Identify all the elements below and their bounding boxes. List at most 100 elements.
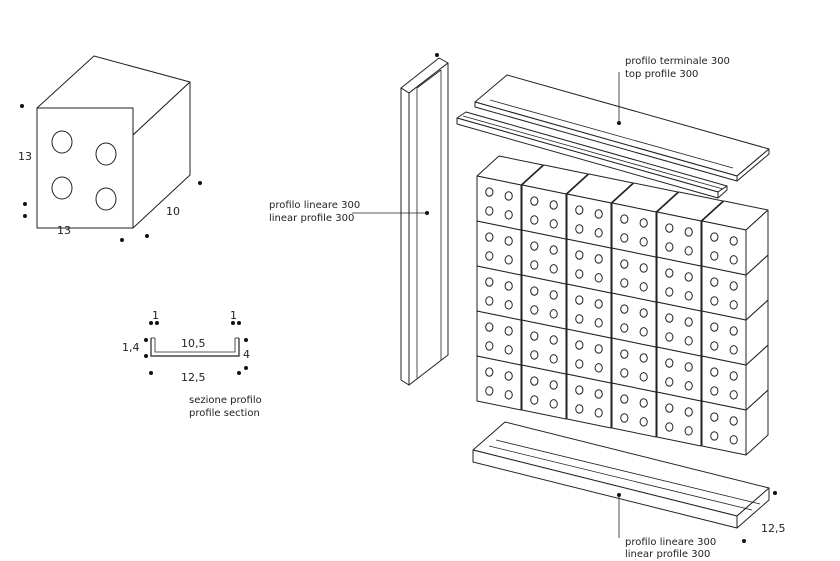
block-hole — [639, 353, 648, 363]
block-hole — [729, 255, 738, 265]
section-flange-right-dimension: 1 — [230, 309, 237, 322]
block-hole — [620, 233, 629, 243]
block-hole — [485, 296, 494, 306]
block-hole — [530, 241, 539, 251]
block-hole — [594, 363, 603, 373]
top-profile-label-italian: profilo terminale 300 — [625, 56, 730, 67]
block-hole — [665, 268, 674, 278]
block-hole — [530, 331, 539, 341]
block-hole — [575, 359, 584, 369]
block-hole — [594, 228, 603, 238]
single-block-detail: 13 13 10 — [18, 55, 202, 242]
block-hole — [684, 227, 693, 237]
section-lip-dimension: 1,4 — [122, 341, 140, 354]
wall-block — [611, 337, 657, 393]
block-hole — [530, 395, 539, 405]
block-hole — [504, 236, 513, 246]
block-hole — [504, 191, 513, 201]
block-hole — [620, 323, 629, 333]
block-hole — [729, 435, 738, 445]
block-hole — [504, 281, 513, 291]
block-hole — [620, 304, 629, 314]
bottom-profile-dimension: 12,5 — [761, 522, 786, 535]
block-hole — [549, 245, 558, 255]
block-hole — [729, 390, 738, 400]
block-hole — [684, 272, 693, 282]
block-hole — [549, 380, 558, 390]
block-hole — [729, 281, 738, 291]
block-hole — [684, 407, 693, 417]
block-hole — [504, 326, 513, 336]
block-hole — [710, 322, 719, 332]
block-hole — [710, 412, 719, 422]
block-hole — [684, 426, 693, 436]
vertical-profile-label-italian: profilo lineare 300 — [269, 200, 360, 211]
block-hole — [620, 349, 629, 359]
wall-block — [611, 292, 657, 348]
top-profile — [474, 74, 770, 182]
bottom-profile-label-italian: profilo lineare 300 — [625, 537, 716, 548]
block-hole — [729, 236, 738, 246]
block-hole — [549, 290, 558, 300]
dimension-dot — [23, 214, 27, 218]
block-hole — [665, 358, 674, 368]
wall-block — [476, 355, 522, 411]
block-hole — [575, 340, 584, 350]
block-height-dimension: 13 — [18, 150, 32, 163]
wall-block — [701, 299, 769, 366]
block-hole — [639, 237, 648, 247]
wall-block — [656, 191, 724, 267]
block-hole — [504, 300, 513, 310]
section-caption-italian: sezione profilo — [189, 395, 262, 406]
block-hole — [530, 215, 539, 225]
wall-block — [476, 220, 522, 276]
dimension-dot — [120, 238, 124, 242]
section-flange-left-dimension: 1 — [152, 309, 159, 322]
block-hole — [504, 255, 513, 265]
block-front-face — [36, 107, 134, 229]
channel-profile-upper: profilo terminale 300 top profile 300 — [456, 56, 730, 199]
block-hole — [710, 251, 719, 261]
block-hole — [710, 296, 719, 306]
block-width-dimension: 13 — [57, 224, 71, 237]
block-hole — [530, 196, 539, 206]
block-hole — [620, 413, 629, 423]
block-hole — [684, 291, 693, 301]
wall-block — [521, 274, 567, 330]
block-hole — [575, 250, 584, 260]
wall-block — [611, 247, 657, 303]
block-hole — [710, 232, 719, 242]
block-hole — [620, 278, 629, 288]
wall-block — [476, 310, 522, 366]
section-height-dimension: 4 — [243, 348, 250, 361]
vertical-profile-label-english: linear profile 300 — [269, 213, 354, 224]
block-hole — [504, 390, 513, 400]
block-hole — [594, 209, 603, 219]
block-hole — [549, 399, 558, 409]
block-hole — [639, 398, 648, 408]
block-hole — [530, 260, 539, 270]
block-hole — [504, 345, 513, 355]
block-hole — [575, 385, 584, 395]
block-hole — [51, 130, 73, 154]
dimension-dot — [20, 104, 24, 108]
block-hole — [710, 367, 719, 377]
block-hole — [684, 336, 693, 346]
block-hole — [639, 372, 648, 382]
block-hole — [594, 254, 603, 264]
block-hole — [485, 322, 494, 332]
block-wall — [476, 155, 769, 456]
wall-block — [656, 301, 702, 357]
profile-section-detail: 1 1 1,4 10,5 4 12,5 sezione profilo prof… — [122, 309, 262, 419]
block-hole — [504, 210, 513, 220]
dimension-dot — [198, 181, 202, 185]
block-hole — [594, 389, 603, 399]
block-hole — [51, 176, 73, 200]
wall-block — [566, 328, 612, 384]
dimension-dot — [23, 202, 27, 206]
wall-block — [701, 200, 769, 276]
block-hole — [485, 232, 494, 242]
wall-block — [701, 389, 769, 456]
dimension-dot — [145, 234, 149, 238]
